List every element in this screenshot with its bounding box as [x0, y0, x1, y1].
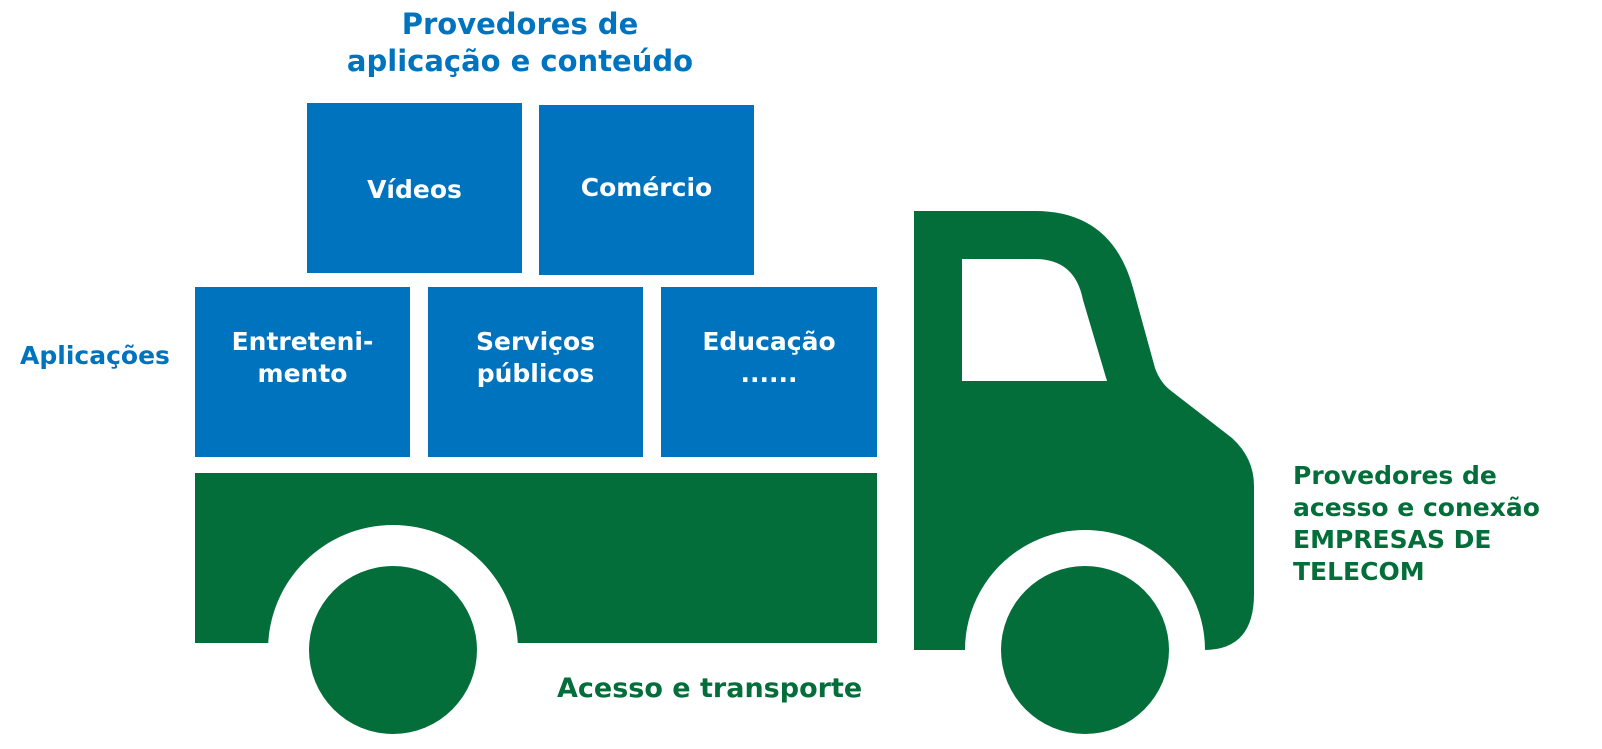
- right-label: Provedores de acesso e conexão EMPRESAS …: [1293, 460, 1540, 588]
- box-servicos-line1: Serviços: [475, 327, 596, 356]
- box-educacao: Educação ......: [661, 287, 877, 457]
- bottom-label: Acesso e transporte: [557, 673, 863, 704]
- right-label-line1: Provedores de: [1293, 461, 1497, 490]
- rear-wheel: [309, 566, 477, 734]
- box-entretenimento-line1: Entreteni-: [231, 327, 374, 356]
- right-label-line3: EMPRESAS DE: [1293, 525, 1492, 554]
- top-label-line1: Provedores de: [401, 7, 639, 41]
- box-videos-label: Vídeos: [367, 175, 462, 204]
- left-label: Aplicações: [20, 341, 170, 370]
- box-servicos-line2: públicos: [476, 359, 595, 388]
- box-educacao-line1: Educação: [702, 327, 836, 356]
- box-educacao-line2: ......: [740, 359, 798, 388]
- box-entretenimento: Entreteni- mento: [195, 287, 410, 457]
- top-label-line2: aplicação e conteúdo: [346, 44, 694, 79]
- right-label-line2: acesso e conexão: [1293, 493, 1540, 522]
- truck-bed: [195, 473, 877, 643]
- box-servicos: Serviços públicos: [428, 287, 643, 457]
- box-comercio: Comércio: [539, 105, 754, 275]
- box-comercio-label: Comércio: [580, 173, 713, 202]
- right-label-line4: TELECOM: [1293, 557, 1425, 586]
- front-wheel: [1001, 566, 1169, 734]
- box-entretenimento-line2: mento: [257, 359, 348, 388]
- box-videos: Vídeos: [307, 103, 522, 273]
- top-label: Provedores de aplicação e conteúdo: [330, 6, 710, 80]
